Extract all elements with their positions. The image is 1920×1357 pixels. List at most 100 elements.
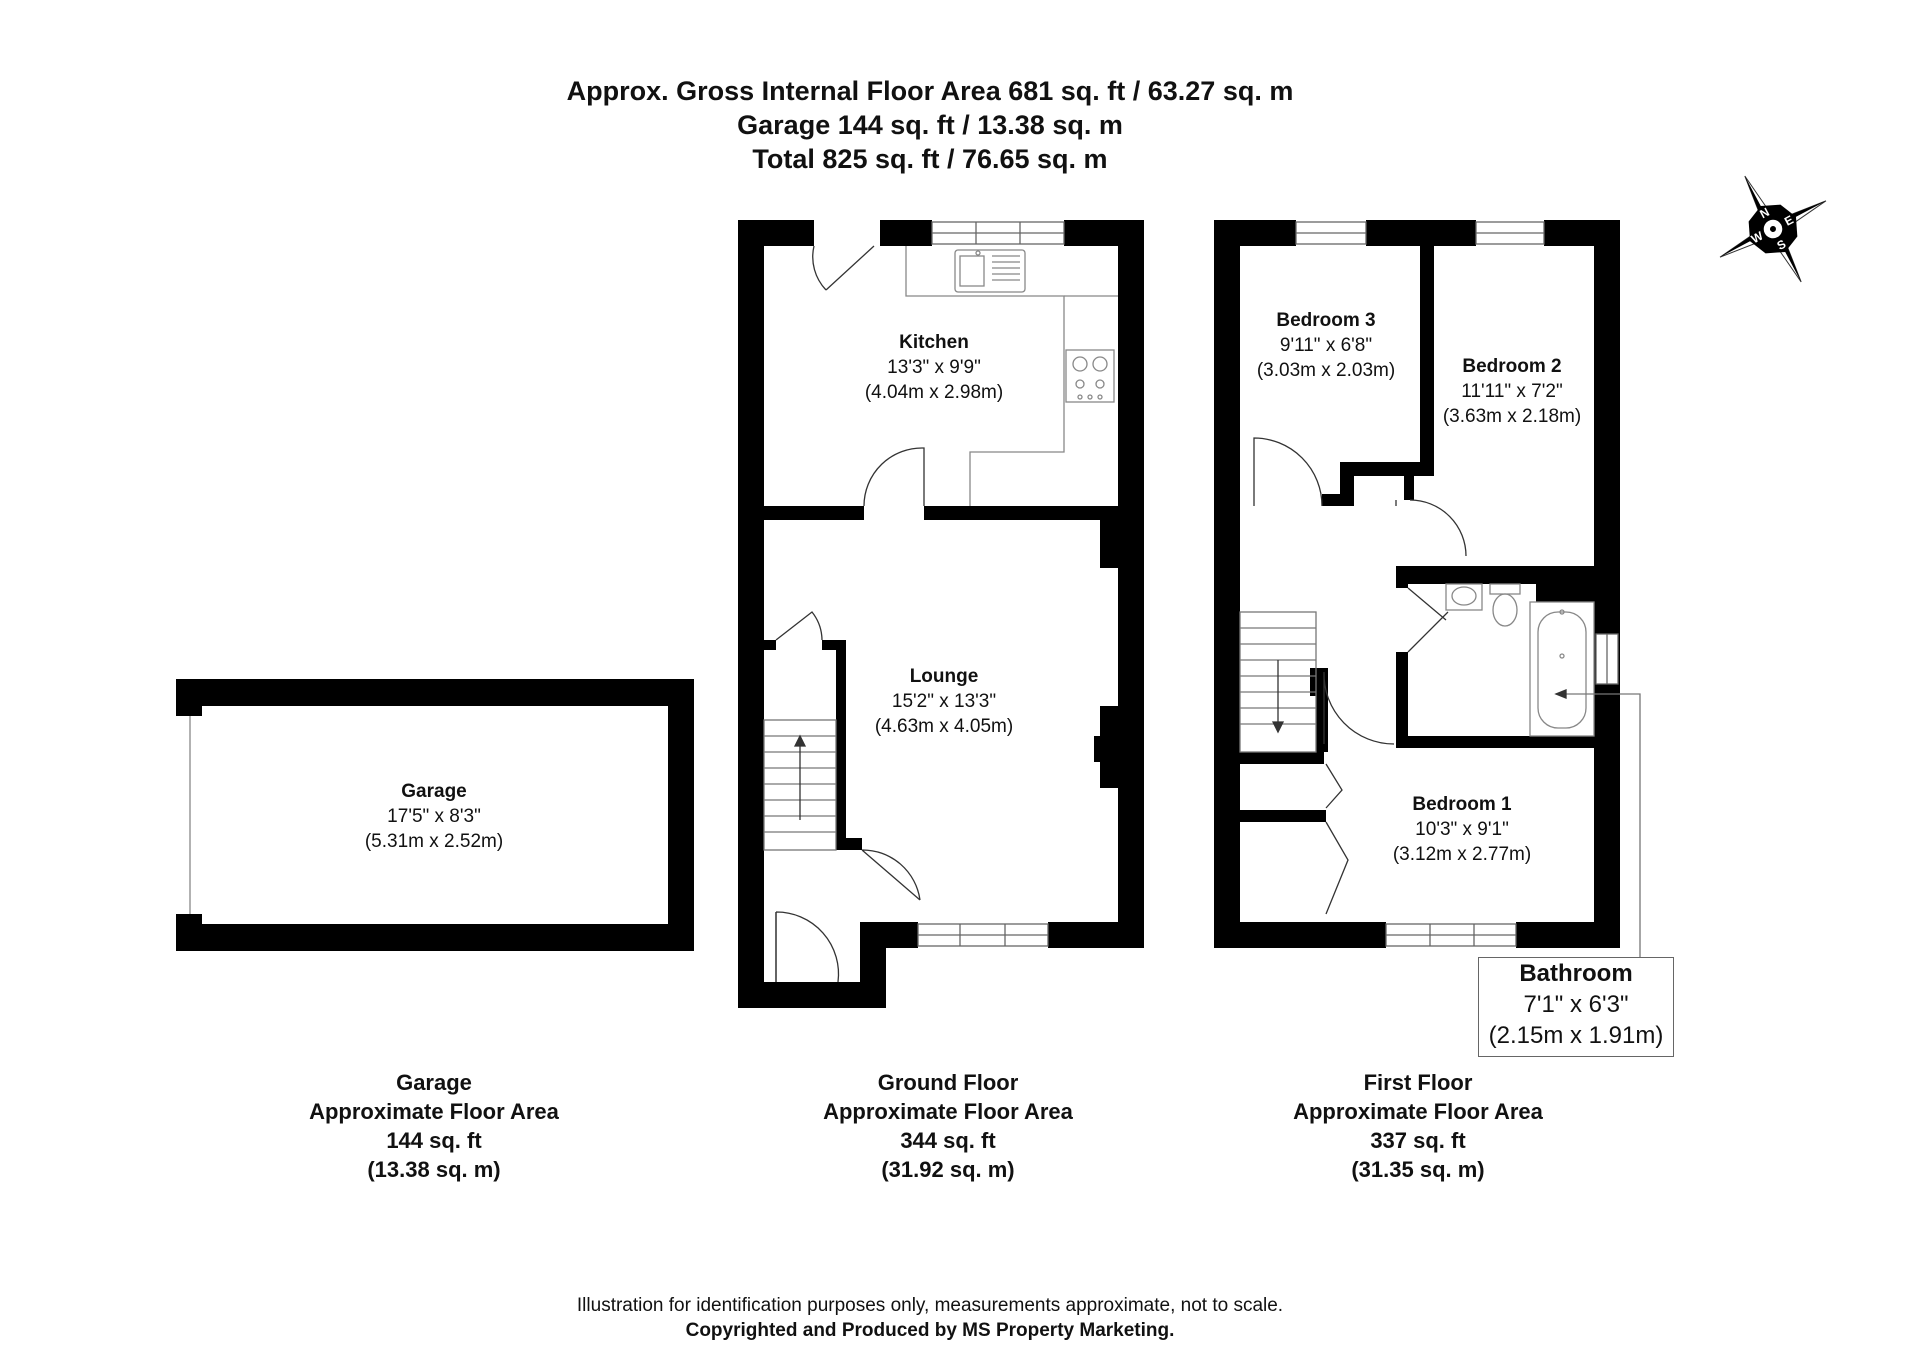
room-name: Bedroom 3 (1276, 310, 1376, 331)
room-label-kitchen: Kitchen 13'3" x 9'9" (4.04m x 2.98m) (865, 330, 1003, 405)
caption-sqft: 144 sq. ft (386, 1128, 482, 1153)
porch-door (861, 849, 921, 901)
garage-wall-right (668, 679, 694, 951)
room-name: Bathroom (1519, 960, 1633, 987)
room-size-imperial: 13'3" x 9'9" (887, 357, 981, 378)
kitchen-lounge-door (863, 447, 925, 507)
caption-sqft: 337 sq. ft (1370, 1128, 1466, 1153)
ff-wall-top-1 (1214, 220, 1296, 246)
ff-wall-bottom-1 (1214, 922, 1386, 948)
gf-cupboard-side (836, 640, 846, 850)
caption-sqm: (31.92 sq. m) (881, 1157, 1015, 1182)
room-size-metric: (4.04m x 2.98m) (864, 382, 1004, 403)
gf-window-bottom (917, 923, 1049, 947)
ff-cupboard-divider (1240, 810, 1326, 822)
ff-window-bed3 (1295, 221, 1367, 245)
garage-wall-left-bottom (176, 914, 202, 951)
gf-window-top (931, 221, 1065, 245)
room-name: Bedroom 2 (1462, 356, 1562, 377)
ff-window-bed2 (1475, 221, 1545, 245)
room-label-garage: Garage 17'5" x 8'3" (5.31m x 2.52m) (365, 779, 503, 854)
cupboard-door-1 (1325, 763, 1343, 809)
room-size-metric: (3.03m x 2.03m) (1256, 360, 1396, 381)
caption-sqm: (31.35 sq. m) (1351, 1157, 1485, 1182)
gf-wall-left (738, 220, 764, 1008)
gf-wall-right (1118, 220, 1144, 948)
gf-chimney-cap (1094, 736, 1102, 762)
kitchen-worktop (905, 246, 1065, 506)
cupboard-door (775, 611, 823, 641)
ff-bed2-bottom-b (1536, 566, 1594, 602)
ff-bed3-corner2 (1322, 494, 1354, 506)
gf-stairs (763, 719, 837, 851)
basin (1445, 583, 1483, 611)
caption-title: First Floor (1363, 1070, 1473, 1095)
room-size-metric: (4.63m x 4.05m) (874, 716, 1014, 737)
garage-wall-top (176, 679, 694, 706)
ground-floor-plan (738, 220, 1144, 1008)
caption-sqft: 344 sq. ft (900, 1128, 996, 1153)
header-gross-area: Approx. Gross Internal Floor Area 681 sq… (566, 76, 1294, 106)
room-name: Kitchen (899, 332, 969, 353)
footer-credit: Copyrighted and Produced by MS Property … (685, 1320, 1175, 1341)
header-total-area: Total 825 sq. ft / 76.65 sq. m (752, 144, 1108, 174)
cupboard-door-2 (1325, 821, 1349, 915)
gf-partition-left (764, 506, 864, 520)
ff-bed3-bed2-wall (1420, 244, 1434, 476)
gf-wall-bottom-porch (738, 982, 886, 1008)
bed1-door (1323, 671, 1395, 745)
first-floor-fixtures (1239, 221, 1641, 958)
first-floor-plan (1214, 220, 1620, 948)
gf-wall-top-mid (880, 220, 932, 246)
room-label-bedroom-2: Bedroom 2 11'11" x 7'2" (3.63m x 2.18m) (1443, 354, 1581, 429)
room-size-imperial: 10'3" x 9'1" (1415, 819, 1509, 840)
ff-wall-top-2 (1366, 220, 1476, 246)
gf-partition-right (924, 506, 1118, 520)
ff-window-bed1 (1385, 923, 1517, 947)
footer-disclaimer: Illustration for identification purposes… (576, 1295, 1284, 1316)
bed3-door (1253, 437, 1323, 507)
room-size-metric: (5.31m x 2.52m) (364, 831, 504, 852)
header-garage-area: Garage 144 sq. ft / 13.38 sq. m (737, 110, 1123, 140)
gf-wall-top-right (1064, 220, 1144, 246)
ff-wall-bottom-2 (1516, 922, 1620, 948)
toilet (1489, 583, 1521, 627)
caption-first-floor: First Floor Approximate Floor Area 337 s… (1208, 1068, 1628, 1184)
ff-bath-left-top (1396, 566, 1408, 588)
room-name: Lounge (909, 666, 979, 687)
caption-title: Ground Floor (877, 1070, 1019, 1095)
gf-chimney-top (1100, 520, 1118, 568)
room-size-imperial: 17'5" x 8'3" (387, 806, 481, 827)
ff-window-bath (1595, 633, 1619, 685)
gf-stair-end (836, 838, 862, 850)
gf-wall-bottom-right (1048, 922, 1144, 948)
bath-door (1407, 587, 1449, 653)
ff-wall-top-3 (1544, 220, 1620, 246)
room-size-metric: (2.15m x 1.91m) (1488, 1022, 1664, 1049)
garage-wall-left-top (176, 679, 202, 716)
gf-cupboard-top (764, 640, 776, 650)
ff-bed3-bottom (1340, 462, 1434, 476)
kitchen-door (812, 245, 875, 291)
bathroom-callout-line (1556, 693, 1641, 958)
ff-bed1-left (1240, 752, 1324, 764)
bath-tub (1529, 601, 1595, 737)
caption-label: Approximate Floor Area (309, 1099, 559, 1124)
gf-cupboard-top2 (822, 640, 846, 650)
ff-wall-right (1594, 220, 1620, 948)
caption-label: Approximate Floor Area (1293, 1099, 1543, 1124)
compass-rose: N S E W (1719, 175, 1827, 283)
gf-wall-top-left (738, 220, 814, 246)
caption-label: Approximate Floor Area (823, 1099, 1073, 1124)
room-label-bathroom: Bathroom 7'1" x 6'3" (2.15m x 1.91m) (1478, 957, 1674, 1057)
caption-sqm: (13.38 sq. m) (367, 1157, 501, 1182)
garage-wall-bottom (176, 924, 694, 951)
room-name: Bedroom 1 (1412, 794, 1512, 815)
ground-floor-fixtures (763, 221, 1118, 983)
caption-ground-floor: Ground Floor Approximate Floor Area 344 … (738, 1068, 1158, 1184)
room-label-bedroom-1: Bedroom 1 10'3" x 9'1" (3.12m x 2.77m) (1393, 792, 1531, 867)
ff-bath-bottom (1396, 736, 1594, 748)
room-size-imperial: 9'11" x 6'8" (1279, 335, 1373, 356)
front-door (775, 911, 840, 983)
